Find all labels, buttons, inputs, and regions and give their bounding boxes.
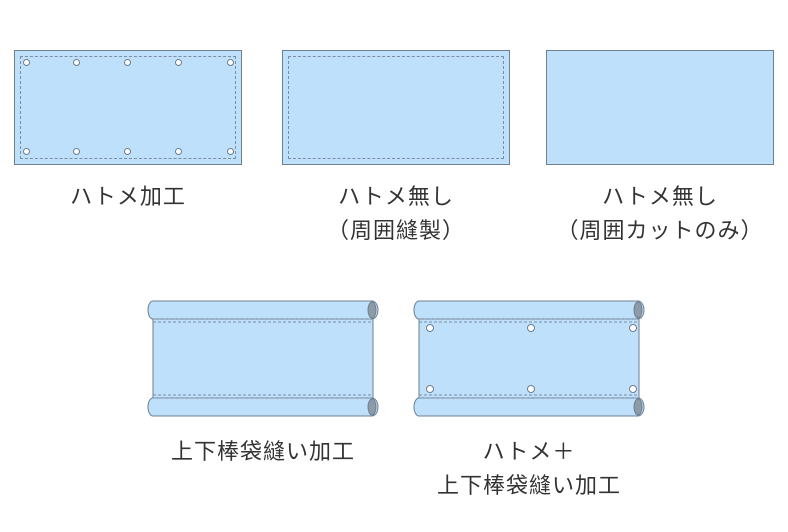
label-line: （周囲カットのみ） [556, 219, 764, 244]
bottom-sleeve-end [633, 398, 643, 416]
label-line: ハトメ無し [338, 185, 454, 210]
grommet [124, 148, 131, 155]
grommet [426, 324, 434, 332]
label-line: 上下棒袋縫い加工 [436, 474, 621, 499]
label-line: ハトメ加工 [70, 185, 186, 210]
grommet-label: ハトメ加工 [14, 181, 242, 215]
grommet [227, 59, 234, 66]
grommet [23, 148, 30, 155]
banner-cut-panel [546, 50, 774, 165]
sleeve-label: 上下棒袋縫い加工 [140, 436, 386, 470]
grommet [73, 148, 80, 155]
grommet [527, 385, 535, 393]
grommet [175, 59, 182, 66]
top-sleeve-end [367, 301, 377, 319]
no-grommet-cut-label: ハトメ無し （周囲カットのみ） [536, 181, 784, 249]
grommet [629, 324, 637, 332]
label-line: ハトメ＋ [482, 440, 576, 465]
grommet [629, 385, 637, 393]
banner-sleeve-panel [147, 300, 379, 417]
grommet [23, 59, 30, 66]
no-grommet-sewn-label: ハトメ無し （周囲縫製） [282, 181, 510, 249]
grommet [527, 324, 535, 332]
stitch-line [288, 56, 504, 159]
label-line: 上下棒袋縫い加工 [170, 440, 355, 465]
grommet [73, 59, 80, 66]
grommet [426, 385, 434, 393]
top-sleeve [413, 300, 645, 320]
bottom-sleeve-end [367, 398, 377, 416]
banner-grommet-panel [14, 50, 242, 165]
stitch-line [20, 56, 236, 159]
top-sleeve [147, 300, 379, 320]
label-line: （周囲縫製） [326, 219, 465, 244]
panel-body [152, 309, 374, 407]
grommet [175, 148, 182, 155]
banner-sewn-panel [282, 50, 510, 165]
banner-grommet-sleeve-panel [413, 300, 645, 417]
bottom-sleeve [413, 397, 645, 417]
bottom-sleeve [147, 397, 379, 417]
grommet-sleeve-label: ハトメ＋ 上下棒袋縫い加工 [406, 436, 652, 504]
grommet [124, 59, 131, 66]
grommet [227, 148, 234, 155]
label-line: ハトメ無し [602, 185, 718, 210]
top-sleeve-end [633, 301, 643, 319]
